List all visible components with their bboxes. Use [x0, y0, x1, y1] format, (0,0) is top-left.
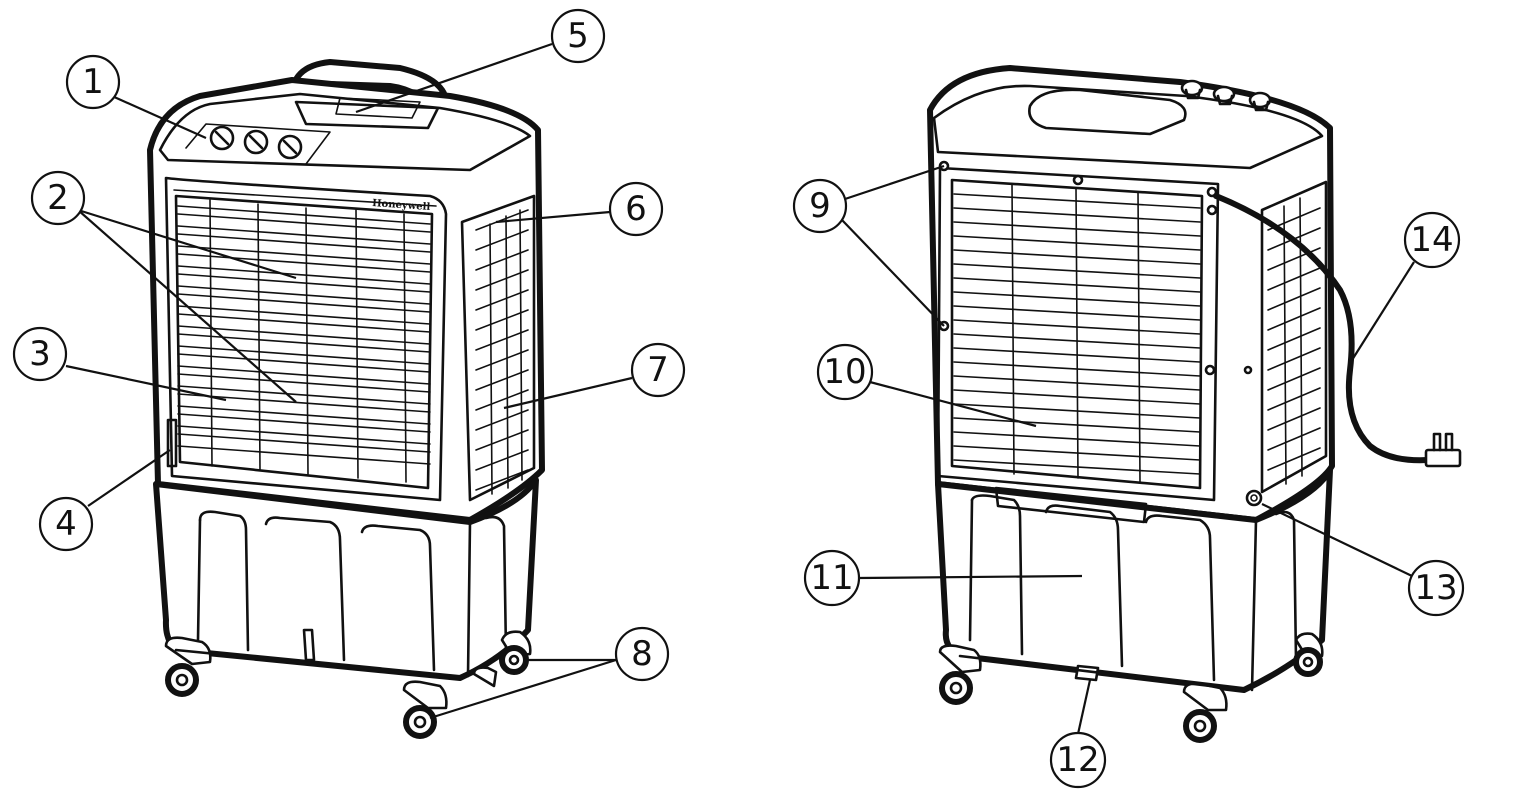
handle-recess [294, 100, 440, 130]
callout-4-label: 4 [55, 504, 77, 544]
callout-11: 11 [803, 549, 861, 607]
back-cooling-pad [936, 166, 1220, 502]
back-side-cooling-pad [1260, 180, 1328, 494]
callout-6: 6 [608, 181, 664, 237]
callout-10-label: 10 [823, 352, 866, 392]
power-cord [1213, 193, 1431, 464]
front-panel [164, 176, 448, 502]
callout-2-label: 2 [47, 178, 69, 218]
callout-7: 7 [630, 342, 686, 398]
top-body-outline [147, 77, 545, 523]
control-knobs [209, 125, 303, 160]
callout-4: 4 [38, 496, 94, 552]
callout-12: 12 [1049, 731, 1107, 789]
callout-7-label: 7 [647, 350, 669, 390]
callout-9-label: 9 [809, 186, 831, 226]
callout-11-label: 11 [810, 558, 853, 598]
callout-12-label: 12 [1056, 740, 1099, 780]
back-view-cooler [927, 65, 1462, 743]
callout-8: 8 [614, 626, 670, 682]
vertical-louvers [209, 199, 407, 483]
callout-3-label: 3 [29, 334, 51, 374]
callout-14-label: 14 [1410, 220, 1453, 260]
callout-13: 13 [1407, 559, 1465, 617]
callout-2: 2 [30, 170, 86, 226]
side-cooling-pad [460, 194, 536, 502]
callout-1-label: 1 [82, 62, 104, 102]
callout-9: 9 [792, 178, 848, 234]
back-control-knobs [1180, 79, 1272, 112]
casters-front [164, 630, 532, 739]
callout-5-label: 5 [567, 16, 589, 56]
callout-3: 3 [12, 326, 68, 382]
front-view-cooler: Honeywell [147, 59, 545, 739]
callout-6-label: 6 [625, 189, 647, 229]
water-inlet-fitting [1245, 489, 1263, 507]
callout-14: 14 [1403, 211, 1461, 269]
casters-back [938, 632, 1324, 743]
brand-label: Honeywell [372, 198, 431, 213]
callout-10: 10 [816, 343, 874, 401]
callout-1: 1 [65, 54, 121, 110]
power-plug [1424, 432, 1462, 468]
horizontal-louvers [177, 205, 431, 465]
callout-13-label: 13 [1414, 568, 1457, 608]
back-top-outline [927, 65, 1335, 523]
callout-5: 5 [550, 8, 606, 64]
callout-8-label: 8 [631, 634, 653, 674]
leader-lines [65, 42, 1415, 735]
back-handle-recess [1028, 88, 1187, 136]
